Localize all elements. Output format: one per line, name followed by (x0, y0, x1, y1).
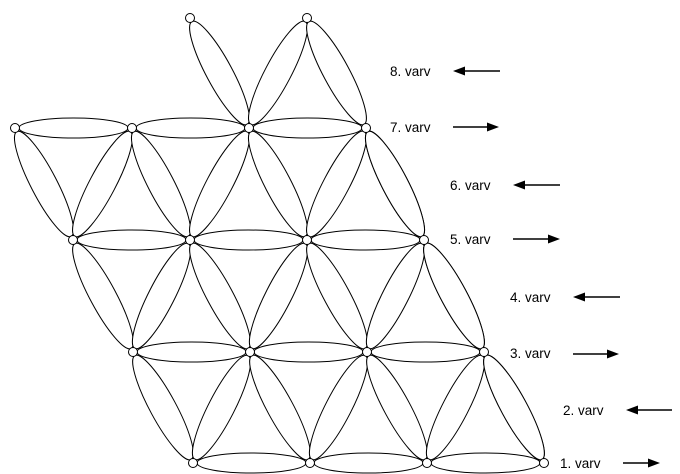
horizontal-ring (370, 341, 481, 363)
diagonal-ring (423, 242, 485, 350)
picot-ring (10, 123, 20, 133)
picot-ring (479, 347, 489, 357)
diagonal-ring (366, 354, 428, 461)
row-label-1: 1. varv (560, 456, 601, 471)
picot-ring (302, 13, 312, 23)
row-label-6: 6. varv (450, 178, 491, 193)
diagonal-ring (130, 130, 192, 238)
horizontal-ring (136, 341, 247, 363)
picot-ring (185, 235, 195, 245)
picot-ring (422, 458, 432, 468)
picot-ring (362, 347, 372, 357)
picot-ring (245, 347, 255, 357)
arrow-left-icon (453, 66, 500, 76)
arrow-left-icon (626, 405, 672, 415)
picot-ring (188, 458, 198, 468)
diagonal-ring (189, 242, 251, 350)
row-label-4: 4. varv (510, 290, 551, 305)
diagonal-ring (306, 130, 367, 238)
horizontal-ring (76, 229, 187, 251)
diagonal-ring (308, 354, 369, 461)
picot-ring (305, 458, 315, 468)
horizontal-ring (252, 117, 363, 139)
arrow-head (573, 292, 585, 302)
diagonal-ring (131, 242, 192, 350)
horizontal-ring (310, 229, 421, 251)
arrow-head (453, 66, 465, 76)
diagonal-ring (248, 242, 309, 350)
diagonal-ring (72, 130, 133, 238)
arrow-head (513, 180, 525, 190)
row-label-8: 8. varv (390, 64, 431, 79)
diagonal-ring (72, 242, 134, 350)
ring-layer (10, 13, 549, 468)
arrow-left-icon (573, 292, 620, 302)
row-label-7: 7. varv (390, 120, 431, 135)
diagonal-ring (306, 20, 367, 126)
arrow-right-icon (573, 349, 619, 359)
diagonal-ring (249, 354, 311, 461)
diagonal-ring (425, 354, 486, 461)
diagonal-ring (189, 130, 250, 238)
arrow-right-icon (453, 122, 499, 132)
row-label-3: 3. varv (510, 346, 551, 361)
horizontal-ring (18, 117, 129, 139)
diagonal-ring (483, 354, 545, 461)
horizontal-ring (253, 341, 364, 363)
arrow-left-icon (513, 180, 560, 190)
diagonal-ring (248, 20, 308, 126)
diagonal-ring (364, 130, 426, 238)
arrow-right-icon (513, 234, 560, 244)
arrow-head (548, 234, 560, 244)
row-labels: 1. varv 2. varv 3. varv 4. varv 5. varv … (390, 64, 672, 471)
diagonal-ring (365, 242, 426, 350)
row-label-5: 5. varv (450, 232, 491, 247)
row-label-2: 2. varv (563, 403, 604, 418)
arrow-head (648, 458, 660, 468)
diagonal-ring (13, 130, 75, 238)
arrow-head (607, 349, 619, 359)
diagonal-ring (247, 130, 309, 238)
picot-ring (68, 235, 78, 245)
diagonal-ring (191, 354, 252, 461)
picot-ring (244, 123, 254, 133)
horizontal-ring (313, 452, 424, 474)
horizontal-ring (430, 452, 541, 474)
diagonal-ring (189, 20, 250, 126)
picot-ring (185, 13, 195, 23)
diagonal-ring (132, 354, 194, 461)
arrow-right-icon (623, 458, 660, 468)
horizontal-ring (196, 452, 307, 474)
picot-ring (128, 347, 138, 357)
picot-ring (539, 458, 549, 468)
horizontal-ring (135, 117, 246, 139)
picot-ring (361, 123, 371, 133)
picot-ring (127, 123, 137, 133)
picot-ring (302, 235, 312, 245)
picot-ring (419, 235, 429, 245)
horizontal-ring (193, 229, 304, 251)
arrow-head (487, 122, 499, 132)
arrow-head (626, 405, 638, 415)
diagonal-ring (306, 242, 368, 350)
